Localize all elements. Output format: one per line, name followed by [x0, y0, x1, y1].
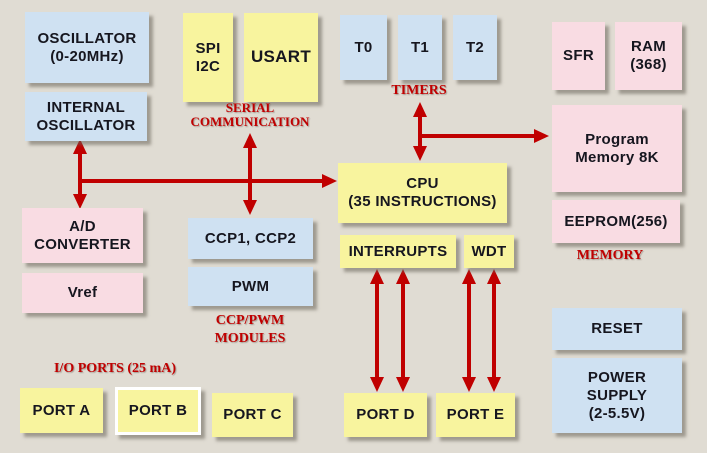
port-e-block: PORT E: [436, 393, 515, 437]
arrow-bus-to-cpu: [78, 174, 337, 188]
pwm-block: PWM: [188, 267, 313, 306]
cpu-block: CPU (35 INSTRUCTIONS): [338, 163, 507, 223]
eeprom-block: EEPROM(256): [552, 200, 680, 243]
arrow-interrupts-portd-1: [370, 269, 384, 392]
timer1-block: T1: [398, 15, 442, 80]
arrow-wdt-porte-2: [487, 269, 501, 392]
arrow-wdt-porte-1: [462, 269, 476, 392]
timers-label: TIMERS: [391, 83, 447, 98]
timer0-block: T0: [340, 15, 387, 80]
port-c-block: PORT C: [212, 393, 293, 437]
ram-block: RAM (368): [615, 22, 682, 90]
serial-communication-label: SERIAL COMMUNICATION: [190, 100, 310, 129]
arrow-timers-cpu: [413, 102, 427, 161]
arrow-timers-program-memory: [420, 129, 549, 143]
interrupts-block: INTERRUPTS: [340, 235, 456, 268]
reset-block: RESET: [552, 308, 682, 350]
arrow-serial-ccp: [243, 133, 257, 215]
ccp-block: CCP1, CCP2: [188, 218, 313, 259]
sfr-block: SFR: [552, 22, 605, 90]
spi-i2c-block: SPI I2C: [183, 13, 233, 102]
wdt-block: WDT: [464, 235, 514, 268]
memory-label: MEMORY: [576, 248, 644, 263]
usart-block: USART: [244, 13, 318, 102]
oscillator-block: OSCILLATOR (0-20MHz): [25, 12, 149, 83]
port-a-block: PORT A: [20, 388, 103, 433]
internal-oscillator-block: INTERNAL OSCILLATOR: [25, 92, 147, 141]
ad-converter-block: A/D CONVERTER: [22, 208, 143, 263]
port-b-block: PORT B: [115, 387, 201, 435]
port-d-block: PORT D: [344, 393, 427, 437]
arrow-interrupts-portd-2: [396, 269, 410, 392]
timer2-block: T2: [453, 15, 497, 80]
vref-block: Vref: [22, 273, 143, 313]
arrow-oscillator-adc: [73, 139, 87, 209]
power-supply-block: POWER SUPPLY (2-5.5V): [552, 358, 682, 433]
program-memory-block: Program Memory 8K: [552, 105, 682, 192]
ccp-pwm-modules-label: CCP/PWM MODULES: [214, 313, 286, 346]
io-ports-label: I/O PORTS (25 mA): [53, 361, 176, 376]
